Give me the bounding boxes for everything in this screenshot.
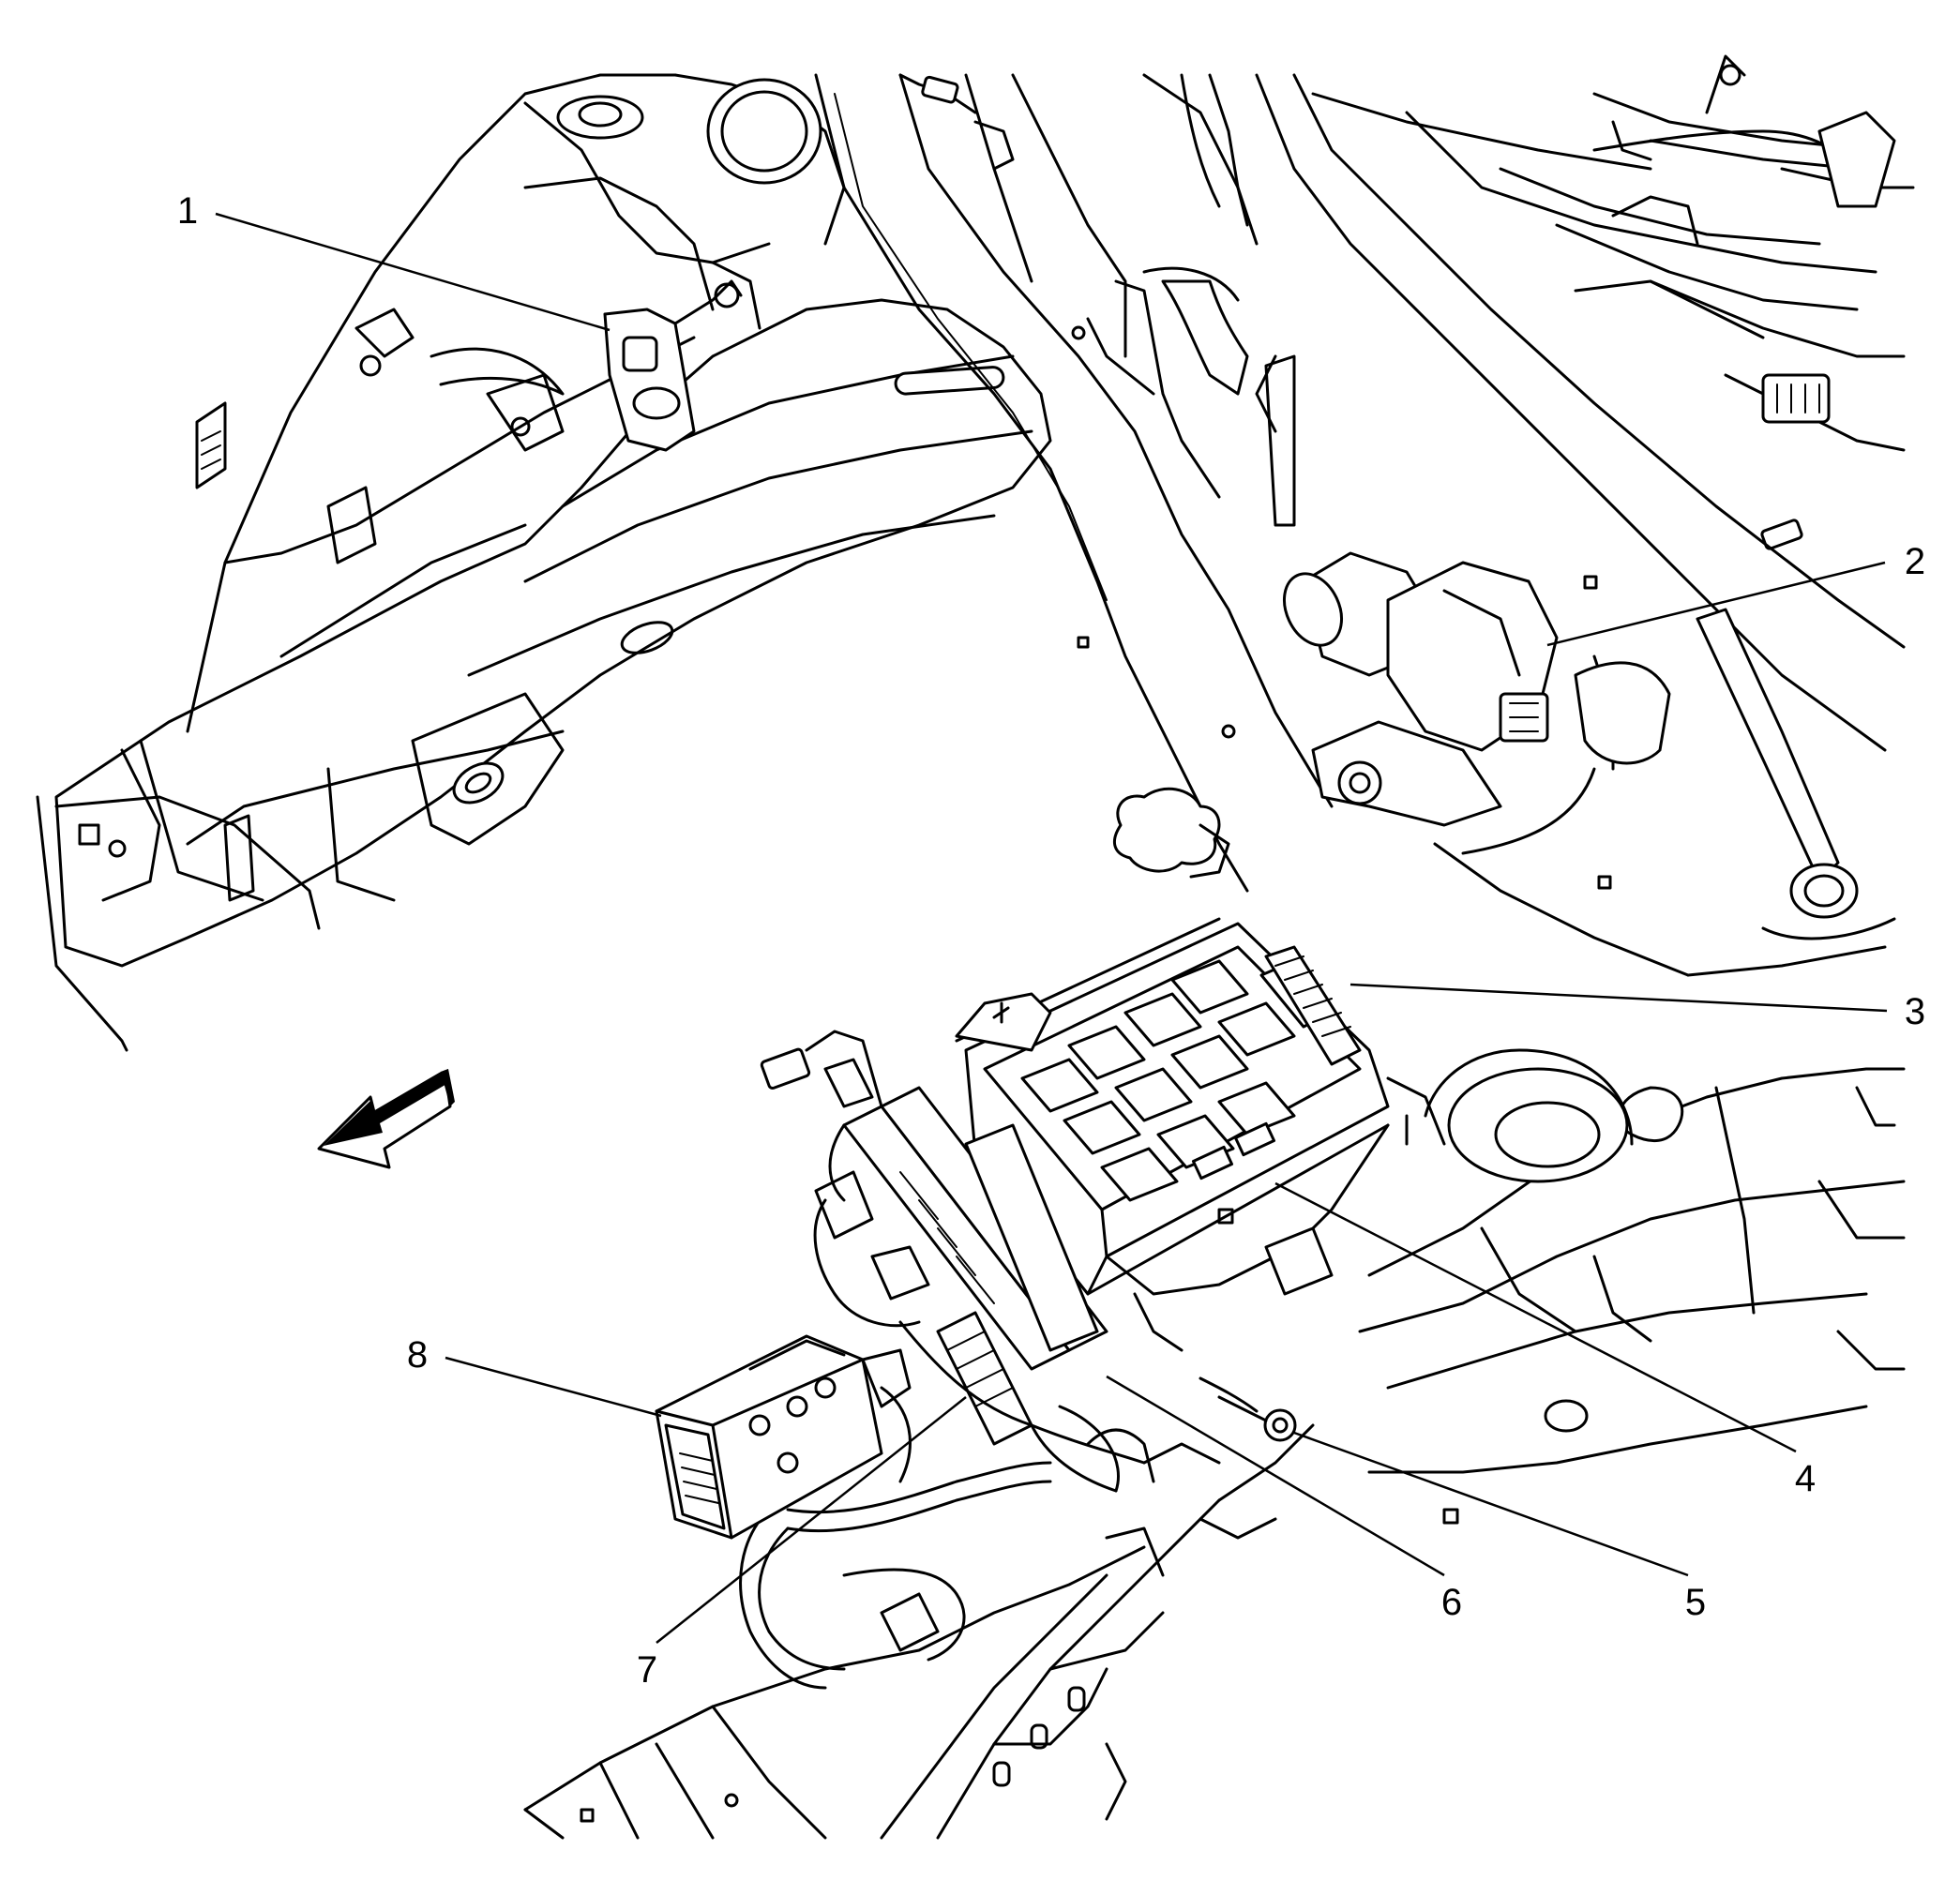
leader-3 [1349, 983, 1888, 1013]
forward-direction-arrow [317, 1069, 455, 1169]
callout-8: 8 [407, 1334, 428, 1376]
leader-2 [1546, 561, 1886, 647]
left-fender-structure [36, 73, 1052, 1052]
fuse-relay-block [955, 917, 1390, 1352]
right-frame-rail [1358, 1048, 1906, 1525]
callout-5: 5 [1685, 1582, 1706, 1623]
wiper-motor [1283, 551, 1671, 855]
callout-4: 4 [1795, 1458, 1816, 1499]
leader-4 [1274, 1181, 1797, 1453]
leader-5 [1293, 1431, 1689, 1577]
callout-2: 2 [1905, 541, 1925, 582]
abs-module [655, 1334, 912, 1540]
fuse-strip [1264, 945, 1362, 1066]
callout-labels: 1 2 3 4 5 6 7 8 [177, 190, 1925, 1691]
cowl-crossmember [814, 73, 1334, 893]
callout-1: 1 [177, 190, 198, 232]
leader-6 [1106, 1375, 1445, 1577]
callout-7: 7 [637, 1649, 657, 1691]
callout-3: 3 [1905, 991, 1925, 1032]
leader-1 [215, 212, 611, 332]
right-cowl-area [964, 54, 1915, 977]
ground-stud [1199, 1376, 1297, 1442]
fluid-reservoir-cap [1112, 787, 1230, 879]
leader-8 [445, 1356, 662, 1418]
leader-lines [215, 212, 1888, 1644]
leader-7 [656, 1396, 967, 1644]
callout-6: 6 [1441, 1582, 1462, 1623]
wiring-harness-bracket [739, 1030, 1155, 1690]
component-1-sensor [603, 279, 743, 452]
left-lower-frame-rail [523, 1423, 1315, 1840]
